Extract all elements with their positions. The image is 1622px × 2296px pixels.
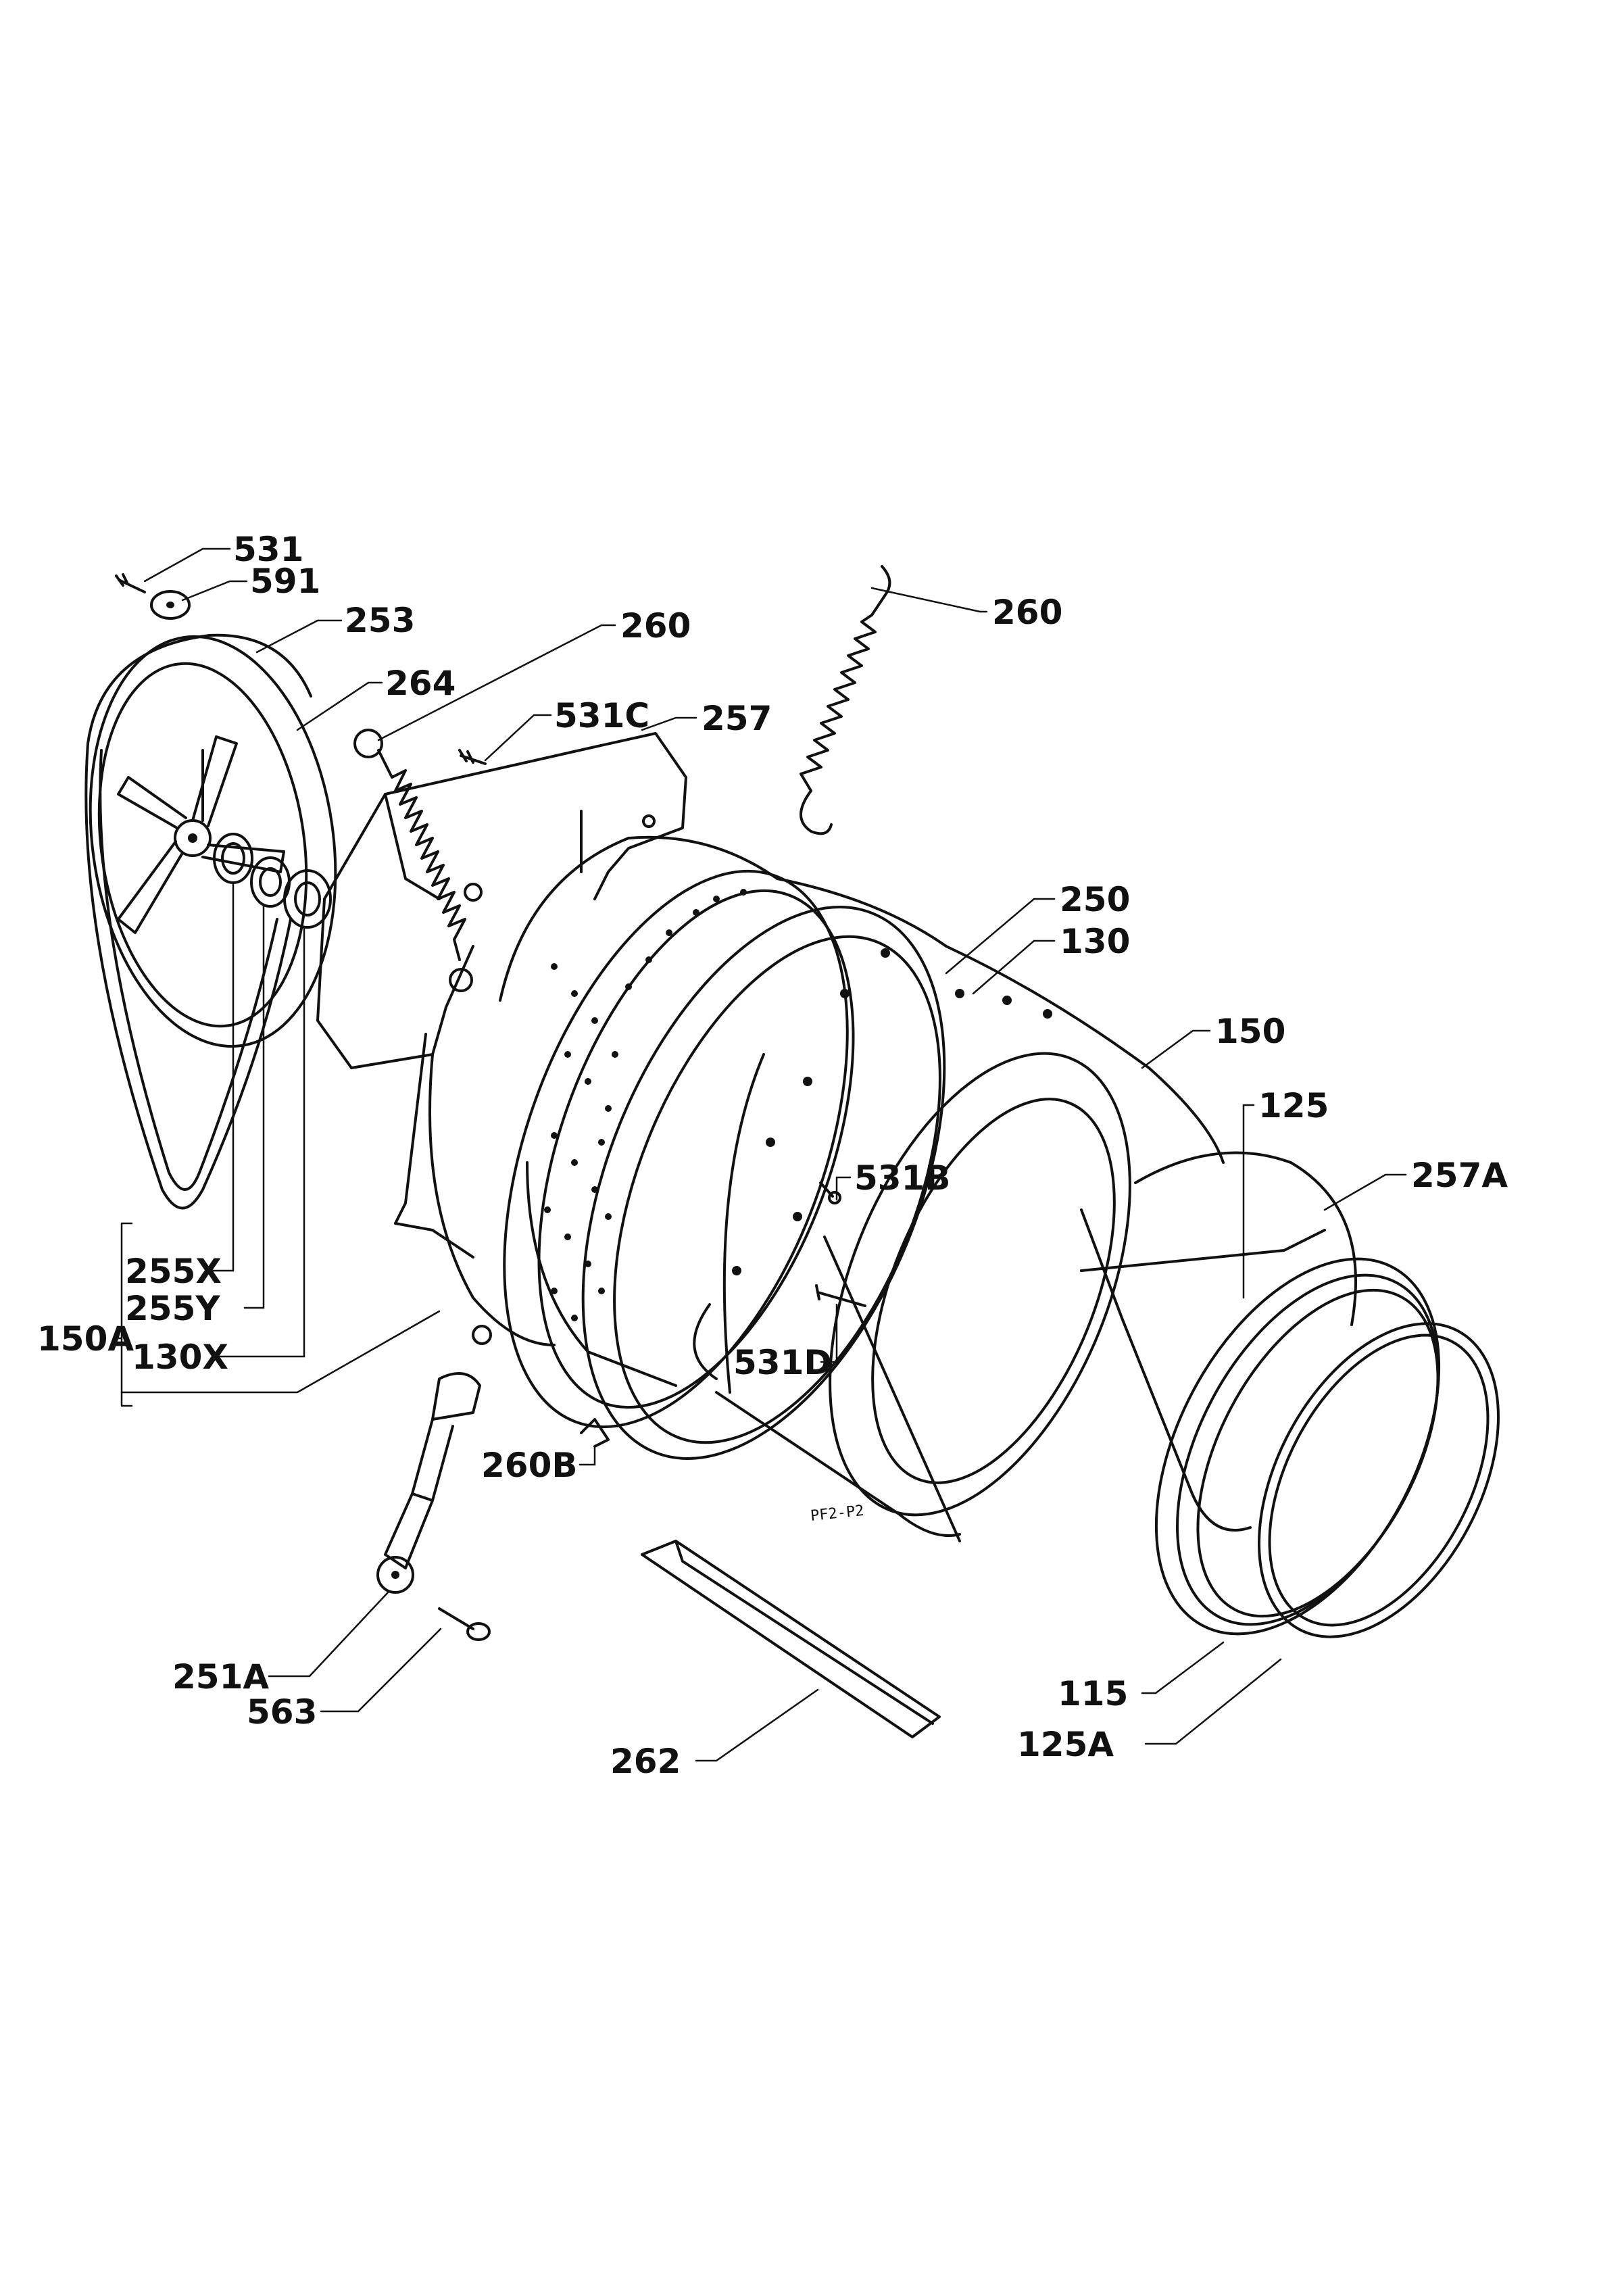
rear-tub-257-icon — [316, 732, 687, 1346]
label-150a: 150A — [37, 1319, 134, 1359]
label-115: 115 — [1058, 1674, 1128, 1713]
counterweight-262-icon — [641, 1540, 941, 1738]
label-531c: 531C — [554, 696, 649, 735]
screw-531b-icon — [819, 1181, 841, 1204]
label-150: 150 — [1215, 1012, 1285, 1051]
label-260-right: 260 — [992, 593, 1062, 632]
screw-531-icon — [115, 573, 146, 593]
drawing-code: PF2-P2 — [810, 1503, 865, 1525]
label-125a: 125A — [1017, 1725, 1114, 1764]
label-255y: 255Y — [125, 1289, 220, 1328]
label-260b: 260B — [481, 1446, 577, 1485]
label-251a: 251A — [172, 1657, 269, 1696]
label-591: 591 — [250, 562, 320, 601]
washer-591-icon — [150, 590, 191, 620]
label-130: 130 — [1060, 922, 1130, 961]
label-262: 262 — [610, 1742, 681, 1781]
label-125: 125 — [1258, 1086, 1329, 1125]
part-labels: 531 591 253 264 260 531C 257 260 250 130… — [37, 530, 1508, 1781]
label-264: 264 — [385, 664, 456, 703]
drive-belt-264-icon — [84, 633, 312, 1210]
clip-260b-icon — [580, 1418, 610, 1448]
drum-pulley-253-icon — [89, 635, 337, 1048]
label-257a: 257A — [1411, 1156, 1508, 1195]
screw-531c-icon — [458, 749, 487, 765]
label-257: 257 — [702, 699, 772, 738]
label-260-left: 260 — [620, 606, 691, 645]
label-250: 250 — [1060, 880, 1130, 919]
spring-260-right-icon — [800, 565, 891, 835]
bolt-563-icon — [438, 1607, 491, 1641]
clamp-ring-125a-icon — [1258, 1322, 1500, 1638]
label-130x: 130X — [132, 1338, 228, 1377]
drum-250-icon — [499, 835, 948, 1429]
label-563: 563 — [247, 1692, 317, 1732]
label-253: 253 — [345, 601, 415, 640]
front-frame-257a-icon — [1080, 1151, 1357, 1532]
label-255x: 255X — [125, 1252, 222, 1291]
screw-531d-icon — [815, 1284, 866, 1307]
leader-lines — [112, 547, 1407, 1762]
shock-absorber-251a-icon — [376, 1372, 481, 1594]
front-tub-150-icon: PF2-P2 — [715, 945, 1225, 1542]
label-531: 531 — [233, 530, 303, 569]
label-531b: 531B — [854, 1158, 950, 1198]
seal-130x-icon — [283, 869, 332, 929]
label-531d: 531D — [733, 1343, 832, 1382]
door-seal-125-icon — [1154, 1257, 1441, 1636]
bearing-255x-icon — [213, 833, 253, 884]
spring-260-left-icon — [353, 729, 473, 992]
